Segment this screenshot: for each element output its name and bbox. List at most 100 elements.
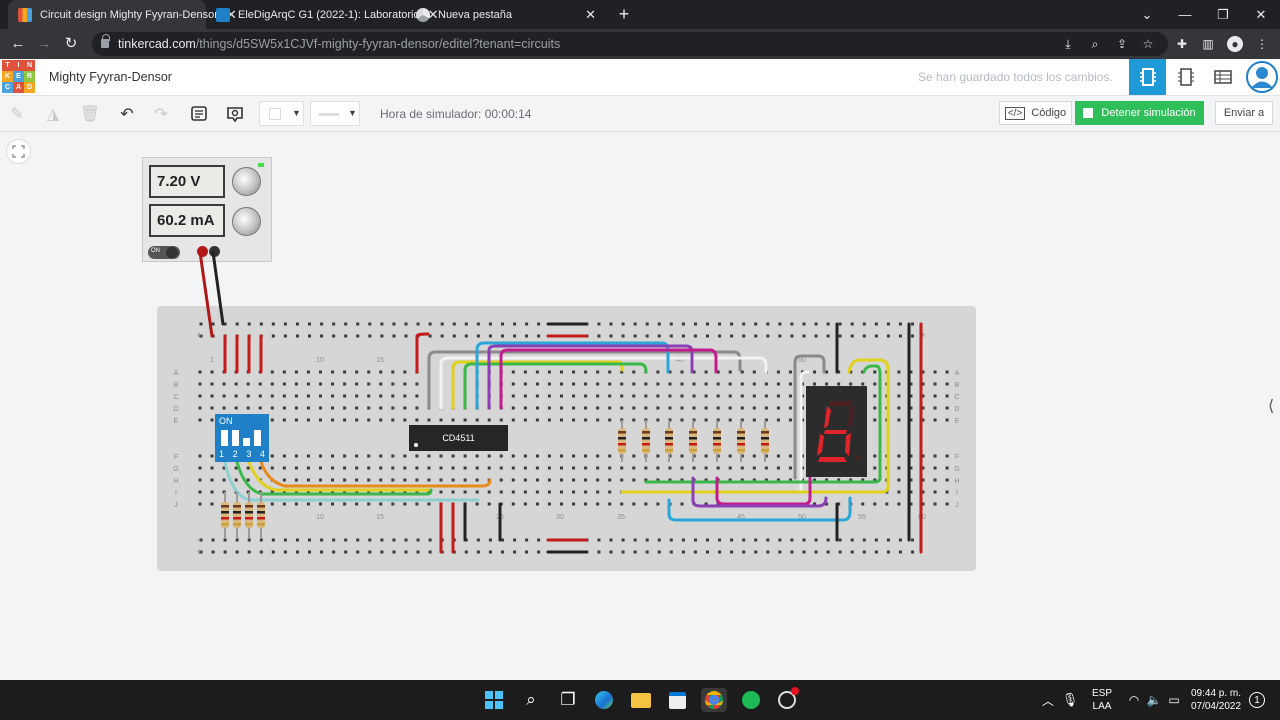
notes-icon[interactable] bbox=[187, 102, 211, 126]
undo-icon[interactable]: ↶ bbox=[120, 106, 134, 123]
annotation-icon[interactable] bbox=[223, 102, 247, 126]
language-indicator[interactable]: ESP LAA bbox=[1091, 687, 1113, 713]
power-supply[interactable]: 7.20 V 60.2 mA ON bbox=[142, 157, 272, 262]
close-icon[interactable]: ✕ bbox=[225, 6, 237, 22]
breadboard-hole bbox=[391, 502, 395, 506]
breadboard-hole bbox=[247, 550, 251, 554]
negative-terminal[interactable] bbox=[209, 246, 220, 257]
positive-terminal[interactable] bbox=[197, 246, 208, 257]
address-bar[interactable]: tinkercad.com/things/d5SW5x1CJVf-mighty-… bbox=[92, 32, 1168, 56]
extensions-puzzle-icon[interactable]: ✚ bbox=[1176, 37, 1188, 51]
breadboard-hole bbox=[790, 322, 794, 326]
breadboard-hole bbox=[487, 490, 491, 494]
breadboard-hole bbox=[814, 550, 818, 554]
pencil-icon[interactable]: ✎ bbox=[10, 106, 24, 123]
menu-kebab-icon[interactable]: ⋮ bbox=[1256, 37, 1268, 51]
zoom-icon[interactable]: ⌕ bbox=[1091, 37, 1099, 51]
dip-lever-1[interactable] bbox=[221, 430, 228, 446]
user-avatar[interactable] bbox=[1243, 59, 1280, 95]
tab-new-tab[interactable]: Nueva pestaña ✕ bbox=[406, 0, 606, 29]
install-app-icon[interactable]: ⤓ bbox=[1065, 37, 1071, 51]
search-icon[interactable]: ⌕ bbox=[526, 690, 536, 709]
tab-circuit-design[interactable]: Circuit design Mighty Fyyran-Densor ✕ bbox=[8, 0, 237, 29]
tab-eledigarqc[interactable]: EleDigArqC G1 (2022-1): Laboratorio ✕ bbox=[206, 0, 439, 29]
breadboard-hole bbox=[513, 334, 517, 338]
wifi-icon[interactable]: ◠ bbox=[1128, 693, 1140, 707]
forward-button[interactable]: → bbox=[36, 35, 52, 52]
breadboard-hole bbox=[368, 322, 372, 326]
stop-simulation-button[interactable]: Detener simulación bbox=[1075, 101, 1204, 125]
breadboard-hole bbox=[885, 502, 889, 506]
breadboard-hole bbox=[933, 466, 937, 470]
project-title[interactable]: Mighty Fyyran-Densor bbox=[49, 70, 172, 84]
breadboard-hole bbox=[728, 466, 732, 470]
segment-d bbox=[818, 457, 847, 462]
close-icon[interactable]: ✕ bbox=[427, 6, 439, 22]
window-close-button[interactable]: ✕ bbox=[1255, 6, 1267, 22]
reload-button[interactable]: ↻ bbox=[64, 35, 78, 52]
breadboard-hole bbox=[776, 394, 780, 398]
back-button[interactable]: ← bbox=[10, 35, 26, 52]
dip-switch[interactable]: ON 1 2 3 4 bbox=[215, 414, 269, 462]
task-view-icon[interactable]: ❐ bbox=[560, 690, 576, 709]
breadboard-hole bbox=[355, 406, 359, 410]
spotify-icon[interactable] bbox=[739, 688, 763, 712]
breadboard-hole bbox=[680, 382, 684, 386]
dip-lever-4[interactable] bbox=[254, 430, 261, 446]
profile-avatar-icon[interactable]: ● bbox=[1227, 36, 1243, 52]
breadboard-hole bbox=[656, 418, 660, 422]
chrome-icon[interactable] bbox=[701, 688, 727, 712]
breadboard-hole bbox=[415, 454, 419, 458]
chevron-left-icon[interactable]: ⟨ bbox=[1268, 398, 1275, 415]
new-tab-button[interactable]: + bbox=[618, 4, 630, 24]
zoom-to-fit-button[interactable] bbox=[6, 139, 31, 164]
breadboard-hole bbox=[898, 322, 902, 326]
circuit-view-button[interactable] bbox=[1129, 59, 1166, 95]
notification-badge[interactable]: 1 bbox=[1249, 692, 1265, 708]
schematic-view-button[interactable] bbox=[1167, 59, 1204, 95]
code-label: Código bbox=[1031, 107, 1067, 119]
breadboard-hole bbox=[511, 394, 515, 398]
power-switch[interactable]: ON bbox=[148, 246, 180, 259]
battery-icon[interactable]: ▭ bbox=[1168, 693, 1180, 707]
seven-segment-display[interactable] bbox=[806, 386, 867, 477]
current-knob[interactable] bbox=[232, 207, 261, 236]
chevron-up-icon[interactable]: ︿ bbox=[1041, 693, 1054, 708]
edge-icon[interactable] bbox=[592, 688, 616, 712]
breadboard-hole bbox=[838, 322, 842, 326]
maximize-button[interactable]: ❐ bbox=[1217, 6, 1229, 22]
breadboard-hole bbox=[873, 502, 877, 506]
cd4511-chip[interactable]: CD4511 bbox=[409, 425, 508, 451]
share-icon[interactable]: ⇪ bbox=[1116, 37, 1128, 51]
trash-icon[interactable]: 🗑 bbox=[79, 106, 101, 123]
redo-icon[interactable]: ↷ bbox=[154, 106, 168, 123]
breadboard-hole bbox=[656, 466, 660, 470]
send-to-button[interactable]: Enviar a bbox=[1215, 101, 1273, 125]
side-panel-icon[interactable]: ▥ bbox=[1202, 37, 1214, 51]
dip-lever-3[interactable] bbox=[243, 430, 250, 446]
minimize-button[interactable]: — bbox=[1178, 7, 1192, 22]
breadboard-hole bbox=[222, 382, 226, 386]
dip-lever-2[interactable] bbox=[232, 430, 239, 446]
breadboard-hole bbox=[271, 322, 275, 326]
bookmark-star-icon[interactable]: ☆ bbox=[1142, 37, 1154, 51]
volume-icon[interactable]: 🔈 bbox=[1146, 693, 1162, 707]
obs-icon[interactable] bbox=[775, 687, 799, 712]
code-button[interactable]: </> Código bbox=[999, 101, 1072, 125]
breadboard-hole bbox=[368, 538, 372, 542]
chevron-down-icon[interactable]: ⌄ bbox=[1141, 6, 1153, 22]
wire-type-dropdown[interactable]: ▼ bbox=[310, 101, 360, 126]
store-icon[interactable] bbox=[665, 688, 689, 712]
file-explorer-icon[interactable] bbox=[629, 688, 653, 712]
breadboard-hole bbox=[861, 382, 865, 386]
microphone-icon[interactable]: 🎙 bbox=[1061, 692, 1079, 707]
flip-icon[interactable]: ◮ bbox=[46, 106, 60, 123]
windows-start-icon[interactable] bbox=[482, 688, 506, 712]
breadboard-hole bbox=[921, 490, 925, 494]
component-list-button[interactable] bbox=[1204, 59, 1241, 95]
color-dropdown[interactable]: ▼ bbox=[259, 101, 304, 126]
voltage-knob[interactable] bbox=[232, 167, 261, 196]
clock[interactable]: 09:44 p. m. 07/04/2022 bbox=[1188, 687, 1244, 713]
close-icon[interactable]: ✕ bbox=[585, 6, 596, 22]
